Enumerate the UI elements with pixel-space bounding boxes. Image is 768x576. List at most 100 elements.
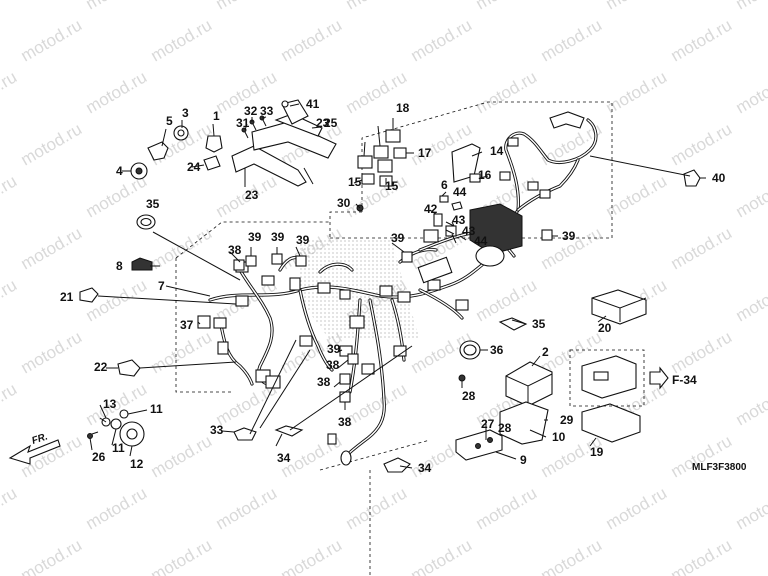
watermark-text: motod.ru [733,67,768,117]
callout-22: 22 [94,360,108,374]
callout-41: 41 [306,97,320,111]
watermark-text: motod.ru [83,0,151,13]
callout-17: 17 [418,146,432,160]
callout-15: 15 [348,175,362,189]
callout-3: 3 [182,106,189,120]
callout-38: 38 [326,358,340,372]
watermark-text: motod.ru [733,379,768,429]
callout-12: 12 [130,457,144,471]
watermark-text: motod.ru [473,67,541,117]
callout-30: 30 [337,196,351,210]
callout-27: 27 [481,417,495,431]
leader-lines [89,103,706,469]
watermark-text: motod.ru [473,483,541,533]
callout-39: 39 [248,230,262,244]
callout-33: 33 [260,104,274,118]
parts [8,99,701,473]
watermark-text: motod.ru [0,0,20,13]
watermark-text: motod.ru [408,15,476,65]
callout-33: 33 [210,423,224,437]
callout-32: 32 [244,104,258,118]
callout-23: 23 [316,116,330,130]
callout-15: 15 [385,179,399,193]
callout-13: 13 [103,397,117,411]
watermark-text: motod.ru [278,535,346,576]
callout-9: 9 [520,453,527,467]
callout-34: 34 [277,451,291,465]
callout-39: 39 [327,342,341,356]
watermark-text: motod.ru [18,535,86,576]
watermark-text: motod.ru [0,483,20,533]
callout-6: 6 [441,178,448,192]
watermark-text: motod.ru [733,0,768,13]
watermark-text: motod.ru [668,223,736,273]
callout-35: 35 [532,317,546,331]
watermark-text: motod.ru [603,0,671,13]
watermark-text: motod.ru [668,119,736,169]
watermark-text: motod.ru [668,535,736,576]
watermark-text: motod.ru [603,67,671,117]
sub-harness-upper-right [417,111,598,311]
watermark-text: motod.ru [18,119,86,169]
watermark-text: motod.ru [213,483,281,533]
callout-36: 36 [490,343,504,357]
watermark-text: motod.ru [538,15,606,65]
watermark-text: motod.ru [603,483,671,533]
callout-18: 18 [396,101,410,115]
watermark-text: motod.ru [343,483,411,533]
callout-2: 2 [542,345,549,359]
watermark-text: motod.ru [148,535,216,576]
watermark-text: motod.ru [83,67,151,117]
callout-4: 4 [116,164,123,178]
callout-8: 8 [116,259,123,273]
callout-5: 5 [166,114,173,128]
watermark-text: motod.ru [343,0,411,13]
watermark-text: motod.ru [733,171,768,221]
callout-14: 14 [490,144,504,158]
front-direction-label: FR. [31,431,50,446]
callout-39: 39 [391,231,405,245]
watermark-text: motod.ru [603,171,671,221]
figure-reference[interactable]: F-34 [672,373,697,387]
callout-38: 38 [338,415,352,429]
callout-39: 39 [562,229,576,243]
callout-43: 43 [452,213,466,227]
callout-29: 29 [560,413,574,427]
callout-43: 43 [462,224,476,238]
watermark-text: motod.ru [18,15,86,65]
callout-39: 39 [296,233,310,247]
watermark-text: motod.ru [0,379,20,429]
callout-34: 34 [418,461,432,475]
callout-16: 16 [478,168,492,182]
watermark-text: motod.ru [148,327,216,377]
callout-38: 38 [228,243,242,257]
callout-35: 35 [146,197,160,211]
diagram-code: MLF3F3800 [692,462,747,473]
watermark-text: motod.ru [538,535,606,576]
callout-38: 38 [317,375,331,389]
callout-42: 42 [424,202,438,216]
callout-44: 44 [453,185,467,199]
watermark-text: motod.ru [0,171,20,221]
callout-25: 25 [324,116,338,130]
watermark-text: motod.ru [148,15,216,65]
callout-40: 40 [712,171,726,185]
callout-11: 11 [112,441,125,455]
callout-37: 37 [180,318,194,332]
callout-26: 26 [92,450,106,464]
watermark-text: motod.ru [0,275,20,325]
watermark-text: motod.ru [733,483,768,533]
watermark-text: motod.ru [668,327,736,377]
watermark-text: motod.ru [668,15,736,65]
callout-10: 10 [552,430,566,444]
watermark-text: motod.ru [473,275,541,325]
watermark-text: motod.ru [473,0,541,13]
callout-44: 44 [474,234,488,248]
callout-28: 28 [462,389,476,403]
callout-23: 23 [245,188,259,202]
callout-7: 7 [158,279,165,293]
callout-28: 28 [498,421,512,435]
watermark-text: motod.ru [213,0,281,13]
